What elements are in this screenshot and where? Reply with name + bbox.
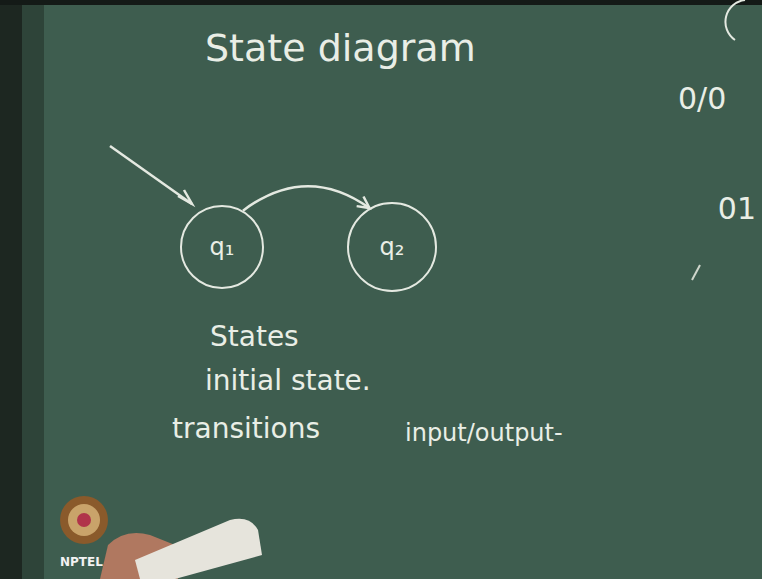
board-top — [0, 0, 762, 5]
chalk-label: input/output- — [405, 420, 563, 446]
chalk-mark — [692, 265, 700, 280]
transition-line — [243, 186, 370, 210]
arrowhead — [357, 197, 370, 209]
chalk-label: 01 — [718, 192, 756, 225]
logo-inner — [68, 504, 100, 536]
nptel-logo — [60, 496, 108, 544]
state-circle: q₁ — [180, 205, 264, 289]
state-name: q₂ — [380, 233, 405, 261]
initial-arrow — [110, 146, 192, 204]
chalk-label: 0/0 — [678, 82, 726, 115]
chalk-label: transitions — [172, 414, 320, 445]
initial-arrowhead — [178, 190, 192, 204]
transition-arrow — [243, 186, 370, 210]
board-title: State diagram — [205, 28, 476, 70]
logo-center — [77, 513, 91, 527]
board-edge — [22, 0, 44, 579]
chalk-label: NPTEL — [60, 556, 103, 569]
hand-with-eraser — [100, 519, 262, 579]
state-name: q₁ — [210, 233, 235, 261]
chalk-label: States — [210, 322, 299, 353]
logo-ring — [60, 496, 108, 544]
partial-circle — [725, 0, 745, 40]
state-circle: q₂ — [347, 202, 437, 292]
eraser — [135, 519, 262, 579]
board-frame — [0, 0, 22, 579]
chalk-label: initial state. — [205, 366, 371, 397]
